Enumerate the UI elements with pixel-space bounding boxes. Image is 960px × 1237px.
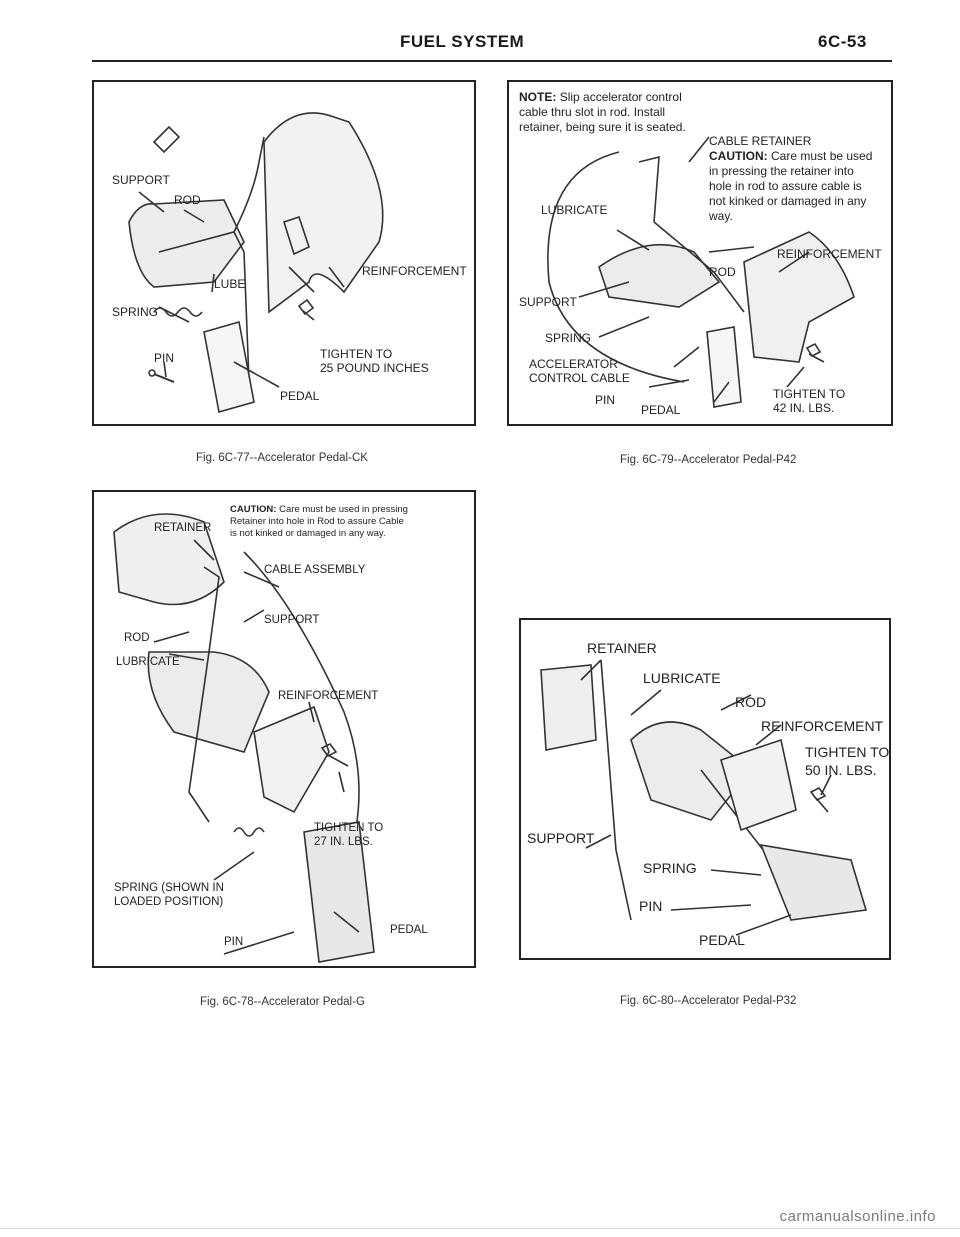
caution-line5: way. (709, 209, 733, 223)
label-pedal: PEDAL (280, 389, 320, 403)
caution-title: CABLE RETAINER (709, 134, 812, 148)
note-block: NOTE: Slip accelerator control cable thr… (519, 90, 686, 135)
label-pin: PIN (224, 936, 244, 948)
caption-6c-80: Fig. 6C-80--Accelerator Pedal-P32 (620, 995, 797, 1007)
figure-6c-78: CAUTION: Care must be used in pressing R… (92, 490, 476, 968)
caution-line2: in pressing the retainer into (709, 164, 854, 178)
label-pin: PIN (595, 393, 616, 407)
page-number: 6C-53 (818, 32, 867, 51)
label-rod: ROD (174, 193, 201, 207)
figure-6c-78-illustration (113, 513, 375, 963)
label-tighten-line1: TIGHTEN TO (320, 347, 393, 361)
note-line1: Slip accelerator control (559, 90, 682, 104)
label-spring: SPRING (112, 305, 159, 319)
label-support: SUPPORT (527, 830, 595, 846)
label-rod: ROD (709, 265, 736, 279)
figure-6c-77: SUPPORT ROD REINFORCEMENT LUBE SPRING PI… (92, 80, 476, 426)
caution-label: CAUTION: (230, 504, 277, 515)
caution-line1: Care must be used in pressing (279, 504, 408, 515)
label-pedal: PEDAL (390, 924, 428, 936)
label-tighten-line2: 42 IN. LBS. (773, 401, 835, 415)
figure-6c-80: RETAINER LUBRICATE ROD REINFORCEMENT TIG… (519, 618, 891, 960)
figure-6c-79: NOTE: Slip accelerator control cable thr… (507, 80, 893, 426)
label-support: SUPPORT (264, 614, 320, 626)
caution-line3: hole in rod to assure cable is (709, 179, 862, 193)
label-reinforcement: REINFORCEMENT (362, 264, 467, 278)
footer-rule (0, 1228, 960, 1229)
label-tighten-line1: TIGHTEN TO (805, 744, 890, 760)
footer-watermark: carmanualsonline.info (779, 1208, 936, 1225)
label-rod: ROD (735, 694, 767, 710)
caption-6c-78: Fig. 6C-78--Accelerator Pedal-G (200, 996, 365, 1008)
caution-block: CABLE RETAINER CAUTION: Care must be use… (709, 134, 872, 224)
label-retainer: RETAINER (154, 522, 212, 534)
label-pin: PIN (154, 351, 175, 365)
caution-line3: is not kinked or damaged in any way. (230, 527, 386, 539)
caution-line4: not kinked or damaged in any (709, 194, 867, 208)
label-tighten-line2: 27 IN. LBS. (314, 836, 373, 848)
caution-line1: Care must be used (771, 149, 873, 163)
label-cable-line1: ACCELERATOR (529, 357, 618, 371)
note-line2: cable thru slot in rod. Install (519, 105, 666, 119)
label-tighten-line1: TIGHTEN TO (314, 822, 384, 834)
label-spring: SPRING (643, 860, 697, 876)
label-reinforcement: REINFORCEMENT (761, 718, 884, 734)
label-pedal: PEDAL (641, 403, 681, 417)
label-reinforcement: REINFORCEMENT (278, 690, 379, 702)
label-tighten-line2: 50 IN. LBS. (805, 762, 877, 778)
figure-6c-79-illustration (547, 136, 855, 408)
label-tighten-line2: 25 POUND INCHES (320, 361, 429, 375)
label-lubricate: LUBRICATE (541, 203, 608, 217)
label-pin: PIN (639, 898, 663, 914)
caption-6c-77: Fig. 6C-77--Accelerator Pedal-CK (196, 452, 368, 464)
label-support: SUPPORT (519, 295, 577, 309)
label-spring: SPRING (545, 331, 592, 345)
label-pedal: PEDAL (699, 932, 745, 948)
note-label: NOTE: (519, 90, 557, 104)
label-lubricate: LUBRICATE (116, 656, 180, 668)
note-line3: retainer, being sure it is seated. (519, 120, 686, 134)
figure-6c-77-illustration (128, 112, 384, 414)
caution-label: CAUTION: (709, 149, 768, 163)
label-reinforcement: REINFORCEMENT (777, 247, 882, 261)
caption-6c-79: Fig. 6C-79--Accelerator Pedal-P42 (620, 454, 797, 466)
caution-line2: Retainer into hole in Rod to assure Cabl… (230, 515, 404, 527)
label-spring-line1: SPRING (SHOWN IN (114, 882, 224, 894)
caution-block: CAUTION: Care must be used in pressing R… (230, 504, 408, 540)
label-cable-assembly: CABLE ASSEMBLY (264, 564, 366, 576)
label-rod: ROD (124, 632, 150, 644)
label-retainer: RETAINER (587, 640, 657, 656)
figure-6c-80-illustration (540, 659, 868, 936)
page-section-title: FUEL SYSTEM (400, 32, 525, 51)
header-rule (92, 60, 892, 62)
label-cable-line2: CONTROL CABLE (529, 371, 630, 385)
label-tighten-line1: TIGHTEN TO (773, 387, 846, 401)
label-lubricate: LUBRICATE (643, 670, 721, 686)
label-lube: LUBE (214, 277, 246, 291)
label-support: SUPPORT (112, 173, 170, 187)
label-spring-line2: LOADED POSITION) (114, 896, 224, 908)
